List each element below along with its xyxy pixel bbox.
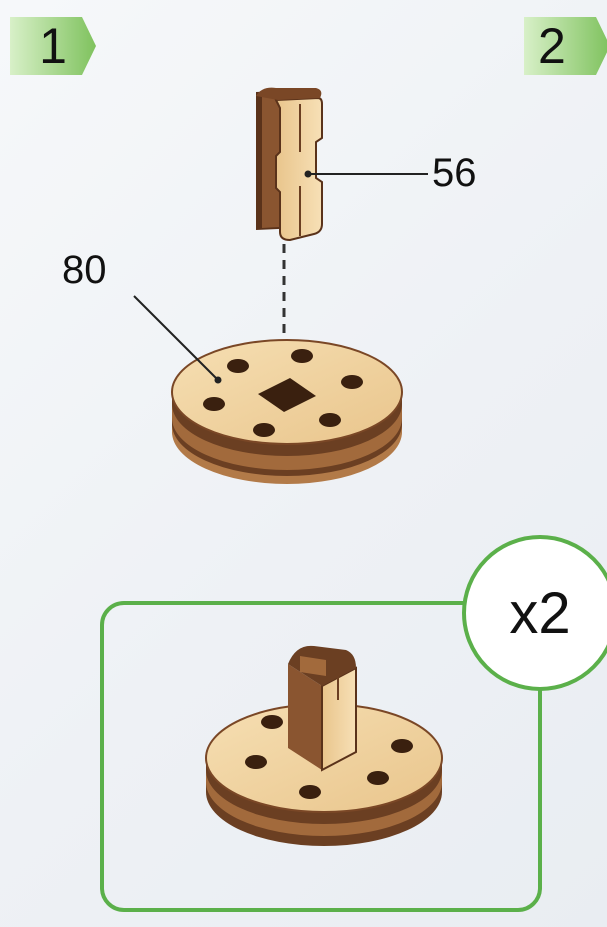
step-2-number: 2 (538, 18, 566, 74)
assembled-part (205, 645, 443, 846)
peg-part-label: 56 (432, 151, 477, 195)
step-arrow-shape (10, 17, 96, 75)
disc-part-label: 80 (62, 248, 107, 292)
peg-part-56 (256, 87, 323, 242)
step-1-tag: 1 (10, 17, 96, 75)
step-1-number: 1 (39, 18, 67, 74)
disc-part-80 (171, 339, 403, 484)
disc-leader-line (133, 295, 219, 381)
step-2-tag: 2 (524, 17, 607, 75)
result-frame (100, 601, 542, 912)
disc-leader-dot (214, 376, 222, 384)
peg-leader-dot (304, 170, 312, 178)
step-arrow-shape (524, 17, 607, 75)
quantity-badge: x2 (462, 535, 607, 691)
